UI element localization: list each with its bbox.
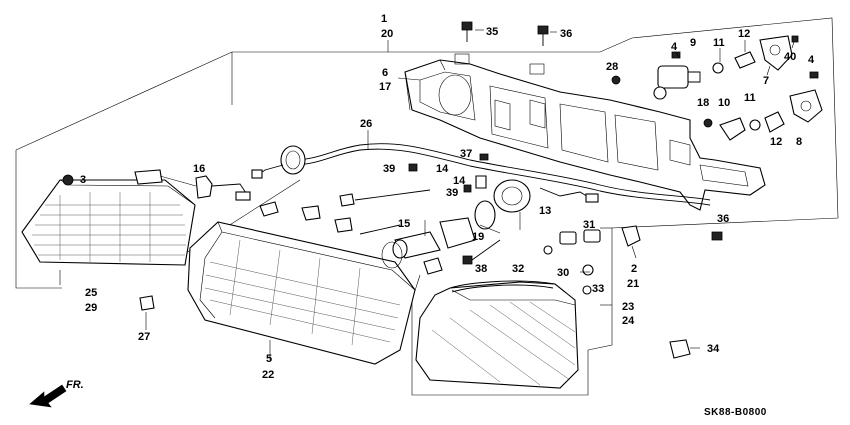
callout-9: 9 [690,37,696,49]
callout-6: 6 [382,67,388,79]
callout-28: 28 [606,61,618,73]
corner-lamp [415,280,579,389]
callout-4: 4 [671,41,678,53]
callout-11: 11 [713,37,725,49]
callout-18: 18 [697,97,709,109]
callout-10: 10 [718,97,730,109]
callout-8: 8 [796,136,802,148]
front-direction-label: FR. [66,379,84,391]
callout-33: 33 [592,283,604,295]
wire-harness [251,143,711,206]
callout-5: 5 [266,353,272,365]
callout-37: 37 [460,148,472,160]
small-parts [62,21,823,359]
callout-7: 7 [763,75,769,87]
callout-4-right: 4 [808,54,815,66]
callout-39-lower: 39 [446,187,458,199]
callout-24: 24 [622,315,635,327]
diagram-part-code: SK88-B0800 [704,407,767,418]
callout-11-lower: 11 [744,92,756,104]
callout-31: 31 [583,219,595,231]
left-headlight-lens [21,169,196,266]
callout-35: 35 [486,26,498,38]
callout-32: 32 [512,263,524,275]
callout-3: 3 [80,174,86,186]
callout-2: 2 [631,263,637,275]
callout-labels: 1 20 35 36 6 17 28 4 9 11 12 7 40 4 18 1… [80,13,815,381]
callout-1: 1 [381,13,387,25]
callout-12: 12 [738,28,750,40]
callout-29: 29 [85,302,97,314]
callout-26: 26 [360,118,372,130]
callout-40: 40 [784,51,796,63]
front-direction-arrow: FR. [29,379,84,408]
callout-36: 36 [560,28,572,40]
leader-lines [59,29,795,360]
callout-23: 23 [622,301,634,313]
headlight-housing-frame [404,53,766,211]
callout-13: 13 [539,205,551,217]
callout-21: 21 [627,278,639,290]
callout-39: 39 [383,163,395,175]
callout-19: 19 [472,231,484,243]
callout-14-lower: 14 [453,175,466,187]
callout-30: 30 [557,267,569,279]
callout-15: 15 [398,218,410,230]
callout-27: 27 [138,331,150,343]
callout-17: 17 [379,81,391,93]
callout-22: 22 [262,369,274,381]
callout-36-right: 36 [717,213,729,225]
callout-34: 34 [707,343,720,355]
callout-25: 25 [85,287,97,299]
callout-12-lower: 12 [770,136,782,148]
callout-20: 20 [381,28,393,40]
main-headlight [187,221,416,365]
callout-16: 16 [193,163,205,175]
callout-14: 14 [436,163,449,175]
callout-38: 38 [475,263,487,275]
